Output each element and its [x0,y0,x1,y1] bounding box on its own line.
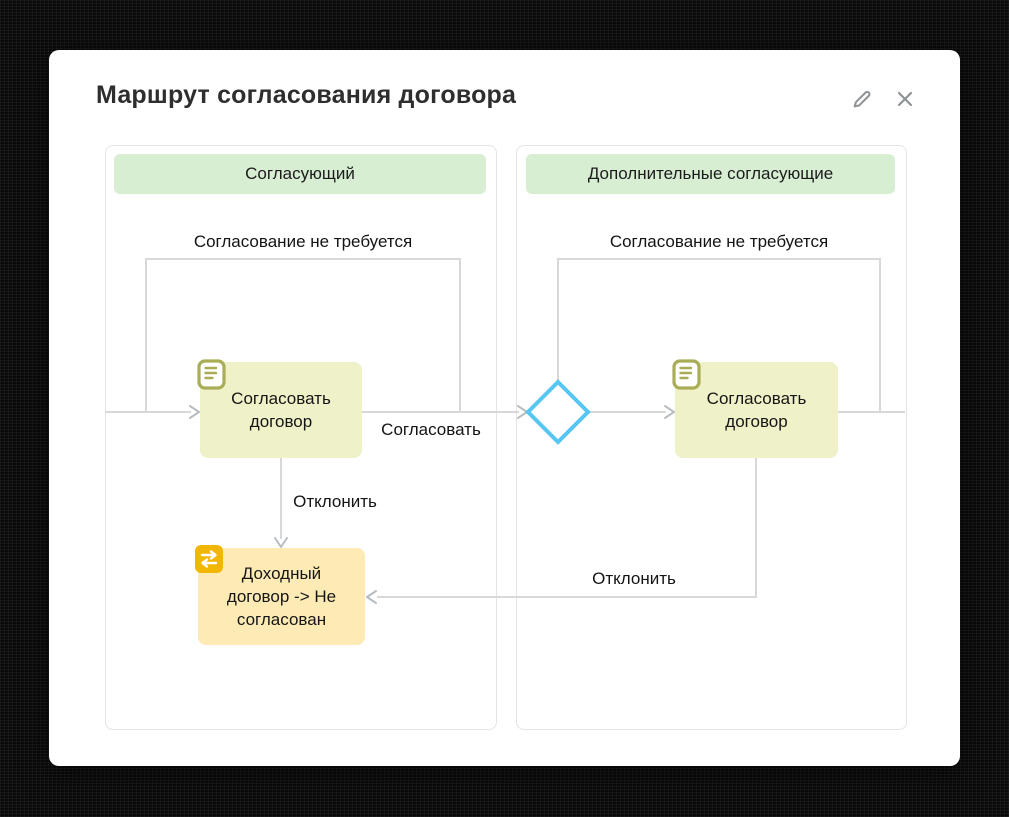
bypass-label-lane1: Согласование не требуется [193,232,413,251]
close-button[interactable] [889,84,921,116]
result-node-label: Доходный договор -> Не согласован [226,564,337,629]
connector-layer [105,258,905,604]
lane-additional-approvers-header: Дополнительные согласующие [526,154,895,194]
edit-button[interactable] [846,84,878,116]
task-node-label: Согласовать договор [706,389,807,431]
gateway-diamond-icon [525,379,591,445]
approval-route-modal: Маршрут согласования договора Согласующи… [49,50,960,766]
edge-label-reject-lane1: Отклонить [293,492,377,511]
lane-approver-header: Согласующий [114,154,486,194]
modal-title: Маршрут согласования договора [96,81,517,109]
pencil-icon [850,87,874,114]
edge-label-reject-lane2: Отклонить [592,569,676,588]
task-node-approve-contract-lane1[interactable]: Согласовать договор [197,359,362,458]
task-node-label: Согласовать договор [231,389,331,431]
swap-arrows-icon [195,545,223,573]
result-node-not-approved[interactable]: Доходный договор -> Не согласован [195,545,365,645]
edge-label-approve: Согласовать [381,420,481,439]
bypass-label-lane2: Согласование не требуется [609,232,829,251]
document-icon [672,359,701,390]
task-node-approve-contract-lane2[interactable]: Согласовать договор [672,359,838,458]
document-icon [197,359,226,390]
close-icon [895,89,915,112]
